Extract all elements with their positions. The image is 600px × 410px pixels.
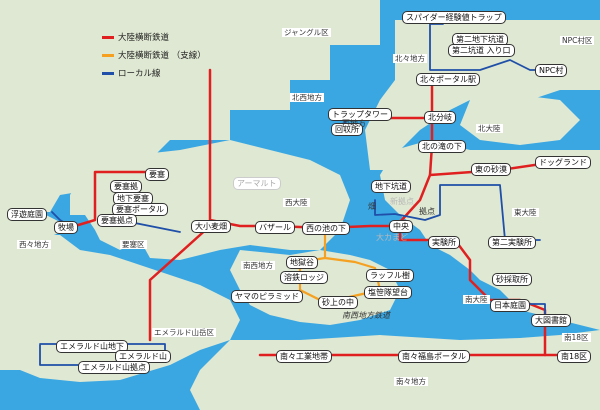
land-island-ne-small [460, 95, 580, 145]
station[interactable]: エメラルド山地下 [56, 340, 128, 354]
place-label: 拠点 [419, 207, 435, 216]
station[interactable]: 北分岐 [424, 111, 456, 125]
land-south [190, 330, 600, 410]
place-label: 畑 [368, 202, 376, 211]
station[interactable]: 地獄谷 [286, 256, 318, 270]
place-label: 新拠点 [390, 197, 414, 206]
station[interactable]: ヤマのピラミッド [231, 290, 303, 304]
station[interactable]: 溶鉄ロッジ [280, 271, 328, 285]
station[interactable]: 塩笹隊望台 [364, 286, 412, 300]
station[interactable]: 第二坑道 入り口 [448, 44, 515, 58]
legend: 大陸横断鉄道 大陸横断鉄道 （支線） ローカル線 [102, 28, 206, 82]
station[interactable]: 南18区 [557, 350, 592, 364]
local-line-center [374, 184, 541, 241]
station[interactable]: 大図書館 [531, 314, 571, 328]
station[interactable]: 牧場 [54, 221, 78, 235]
station[interactable]: 北々ポータル駅 [416, 73, 480, 87]
legend-label: 大陸横断鉄道 （支線） [118, 51, 206, 61]
region-label: 南18区 [562, 333, 591, 342]
station[interactable]: 南々工業地帯 [276, 350, 332, 364]
station[interactable]: バザール [255, 221, 295, 235]
station[interactable]: 大小麦畑 [191, 220, 231, 234]
main-line-yosai [73, 170, 162, 228]
region-label: エメラルド山岳区 [152, 328, 216, 337]
region-label: 北々地方 [393, 54, 427, 63]
region-label: 南西地方鉄道 [342, 311, 390, 320]
region-label: NPC村区 [560, 36, 595, 45]
station[interactable]: 西の池の下 [302, 222, 350, 236]
legend-swatch [102, 35, 114, 39]
main-line-emerald [148, 224, 212, 342]
station[interactable]: 南々福島ポータル [398, 350, 470, 364]
legend-item-main: 大陸横断鉄道 [102, 28, 206, 46]
region-label: 南大陸 [463, 295, 490, 304]
station[interactable]: 要塞ポータル [112, 203, 168, 217]
legend-item-branch: 大陸横断鉄道 （支線） [102, 46, 206, 64]
local-line-nihon [527, 303, 546, 319]
place-label: 大カまど [376, 233, 408, 242]
station[interactable]: 地下坑道 [371, 180, 411, 194]
station[interactable]: 回収所 [331, 123, 363, 137]
region-label: 西々地方 [17, 240, 51, 249]
station[interactable]: 第二実験所 [488, 236, 536, 250]
station[interactable]: ドッグランド [535, 156, 591, 170]
region-label: 東大陸 [512, 208, 539, 217]
legend-label: 大陸横断鉄道 [118, 33, 170, 43]
region-label: 北西地方 [290, 93, 324, 102]
station[interactable]: 東の砂漠 [471, 163, 511, 177]
region-label: 要塞区 [120, 240, 147, 249]
region-label: 南西地方 [241, 261, 275, 270]
station[interactable]: 要塞 [145, 168, 169, 182]
station[interactable]: 要塞拠点 [97, 214, 137, 228]
station[interactable]: NPC村 [535, 64, 568, 78]
legend-item-local: ローカル線 [102, 64, 206, 82]
station[interactable]: 日本庭園 [490, 299, 530, 313]
station[interactable]: 北の滝の下 [418, 140, 466, 154]
legend-label: ローカル線 [118, 69, 161, 79]
region-label: 北大陸 [476, 124, 503, 133]
station[interactable]: 浮遊庭園 [7, 208, 47, 222]
station[interactable]: 中央 [389, 220, 413, 234]
region-label: ジャングル区 [282, 28, 331, 37]
station[interactable]: スパイダー経験値トラップ [402, 11, 506, 25]
station[interactable]: エメラルド山拠点 [78, 361, 150, 375]
station[interactable]: 砂上の中 [318, 296, 358, 310]
station[interactable]: エメラルド山 [115, 350, 171, 364]
legend-swatch [102, 71, 114, 75]
land-north-west [0, 0, 380, 212]
station-inactive[interactable]: アーマルト [233, 177, 281, 191]
station[interactable]: ラッフル樹 [366, 269, 414, 283]
region-label: 南々地方 [394, 377, 428, 386]
station[interactable]: 砂採取所 [492, 273, 532, 287]
station[interactable]: 実験所 [428, 236, 460, 250]
place-label: 西地方 [342, 119, 366, 128]
legend-swatch [102, 53, 114, 57]
station[interactable]: トラップタワー [328, 108, 392, 122]
region-label: 西大陸 [283, 198, 310, 207]
land-east-continent [380, 140, 600, 330]
